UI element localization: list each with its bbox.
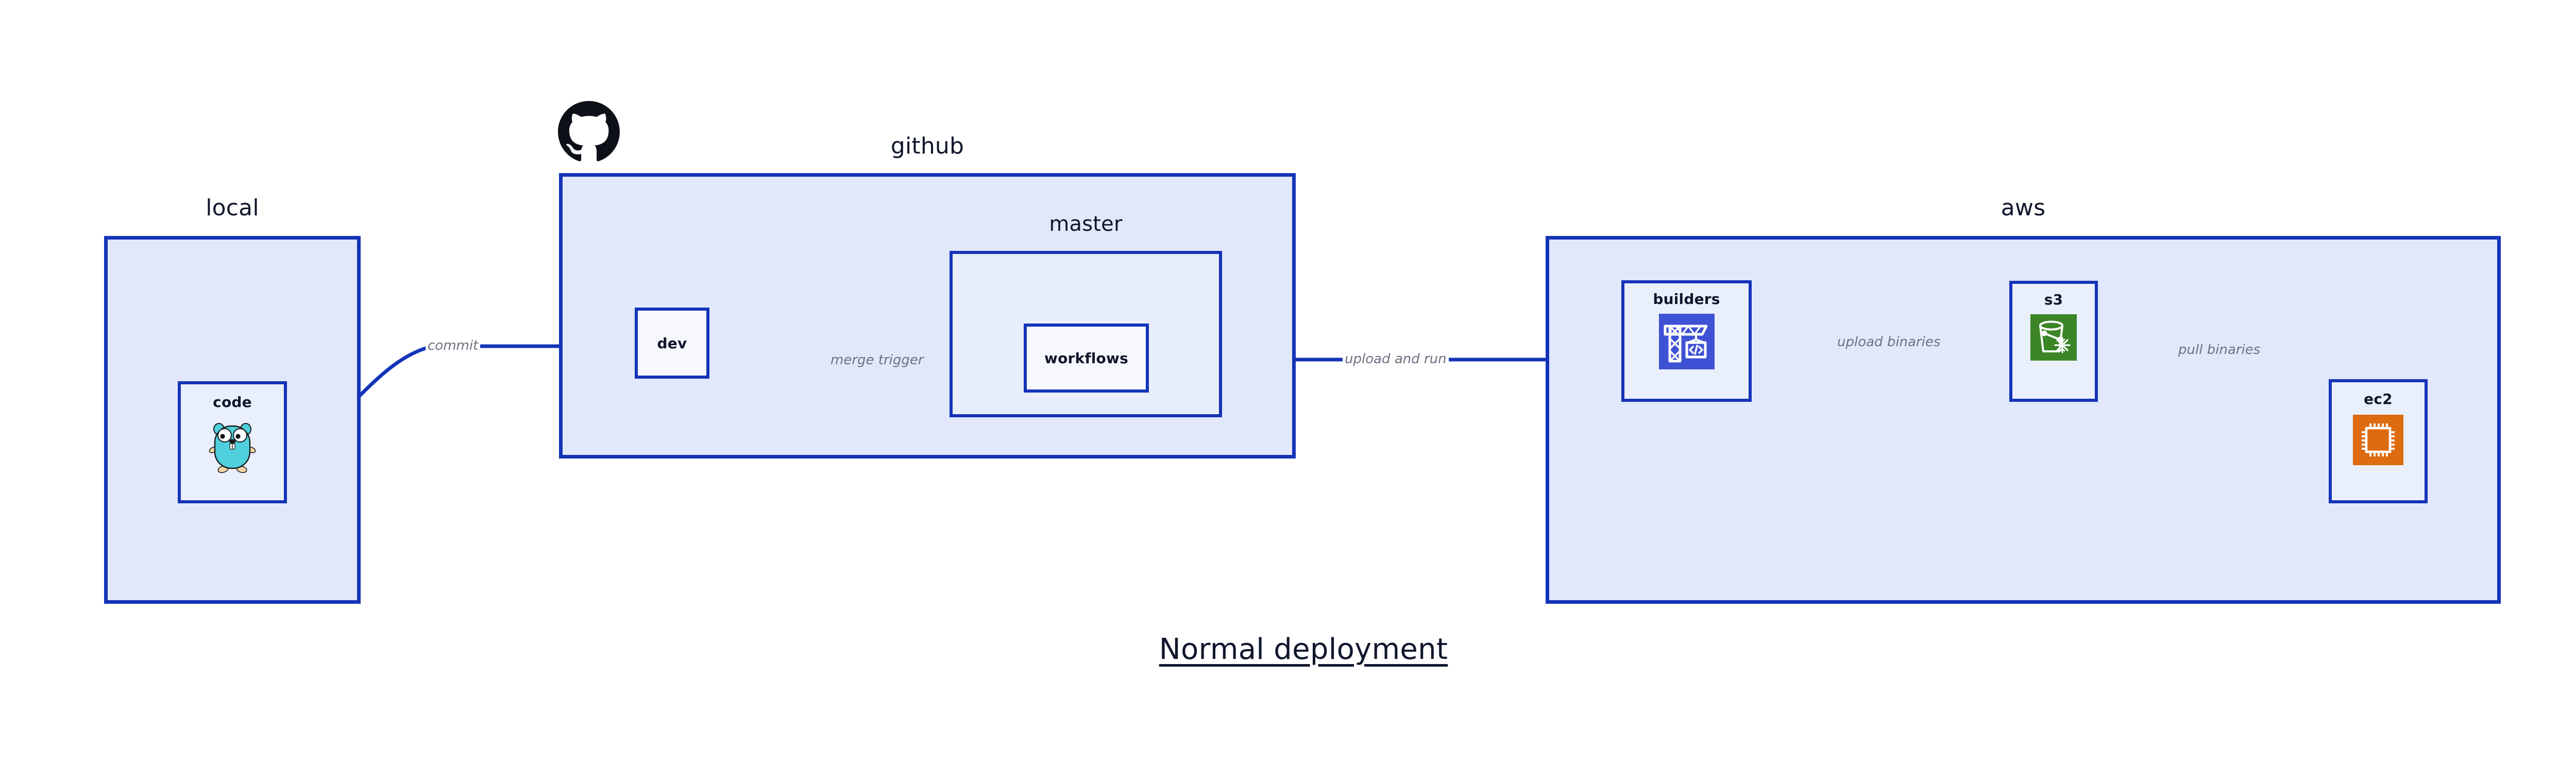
edge-label-upload-and-run: upload and run — [1343, 352, 1449, 366]
node-label-ec2: ec2 — [2364, 390, 2393, 408]
node-label-workflows: workflows — [1044, 349, 1128, 367]
group-title-local: local — [206, 195, 259, 221]
github-octocat-logo — [558, 101, 620, 163]
edge-label-upload-binaries: upload binaries — [1835, 335, 1943, 349]
node-label-dev: dev — [657, 334, 687, 352]
node-dev[interactable]: dev — [635, 308, 709, 379]
node-builders[interactable]: builders — [1621, 280, 1752, 402]
node-label-builders: builders — [1653, 291, 1720, 308]
edge-label-merge-trigger: merge trigger — [828, 353, 926, 367]
edge-label-pull-binaries: pull binaries — [2176, 343, 2263, 356]
aws-ec2-icon — [2353, 415, 2403, 467]
node-label-s3: s3 — [2044, 291, 2063, 308]
group-title-master: master — [1049, 212, 1123, 236]
go-gopher-icon — [208, 418, 257, 476]
group-title-aws: aws — [2001, 195, 2046, 221]
node-s3[interactable]: s3 — [2009, 281, 2098, 402]
node-ec2[interactable]: ec2 — [2329, 379, 2428, 503]
edge-label-commit: commit — [426, 339, 481, 352]
node-workflows[interactable]: workflows — [1024, 324, 1149, 393]
node-label-code: code — [213, 394, 252, 411]
diagram-title: Normal deployment — [1159, 633, 1448, 666]
group-title-github: github — [890, 133, 964, 159]
aws-codebuild-icon — [1658, 314, 1715, 371]
aws-s3-glacier-icon — [2030, 314, 2077, 363]
node-code[interactable]: code — [178, 381, 287, 503]
